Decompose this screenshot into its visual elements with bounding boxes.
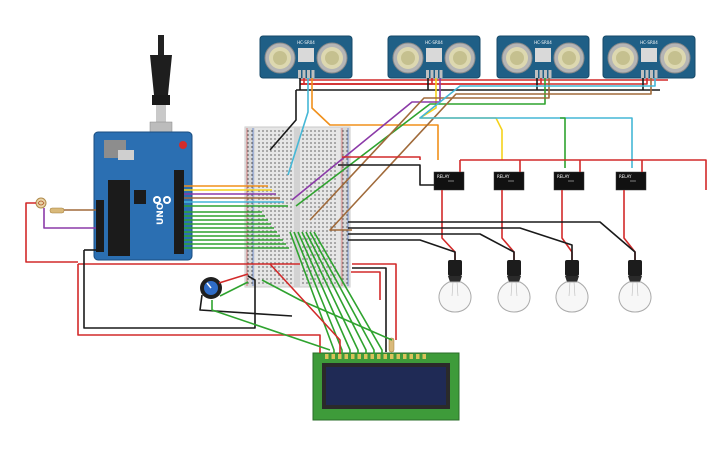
sensor-label: HC-SR04 [297, 40, 315, 45]
ultrasonic-sensor-2[interactable]: HC-SR04 [387, 35, 481, 79]
light-bulb-3[interactable] [555, 260, 589, 313]
light-bulbs [438, 260, 652, 313]
relay-label: RELAY [557, 174, 570, 179]
ultrasonic-sensor-3[interactable]: HC-SR04 [496, 35, 590, 79]
relay-module-4[interactable]: RELAY [615, 171, 647, 191]
relay-module-2[interactable]: RELAY [493, 171, 525, 191]
arduino-uno-board[interactable]: UNO [93, 131, 193, 261]
relay-module-3[interactable]: RELAY [553, 171, 585, 191]
light-bulb-1[interactable] [438, 260, 472, 313]
sensor-label: HC-SR04 [534, 40, 552, 45]
arduino-brand: UNO [156, 202, 166, 225]
relay-modules: RELAY RELAY RELAY RELAY [433, 171, 647, 191]
relay-label: RELAY [619, 174, 632, 179]
relay-module-1[interactable]: RELAY [433, 171, 465, 191]
sensor-label: HC-SR04 [640, 40, 658, 45]
light-bulb-2[interactable] [497, 260, 531, 313]
light-bulb-4[interactable] [618, 260, 652, 313]
breadboard[interactable] [244, 126, 351, 288]
ultrasonic-sensor-1[interactable]: HC-SR04 [259, 35, 353, 79]
relay-label: RELAY [437, 174, 450, 179]
ultrasonic-sensor-4[interactable]: HC-SR04 [602, 35, 696, 79]
sensor-label: HC-SR04 [425, 40, 443, 45]
ultrasonic-sensors: HC-SR04 HC-SR04 HC-SR04 HC-SR04 [259, 35, 696, 79]
lcd-backlight-resistor [388, 337, 395, 353]
lcd-16x2[interactable] [312, 352, 460, 421]
breadboard-holes [247, 130, 348, 284]
relay-label: RELAY [497, 174, 510, 179]
photoresistor[interactable] [35, 197, 65, 214]
usb-cable [149, 35, 173, 137]
wires [25, 78, 707, 354]
potentiometer[interactable] [200, 277, 222, 299]
lcd-pin-header [325, 354, 426, 359]
